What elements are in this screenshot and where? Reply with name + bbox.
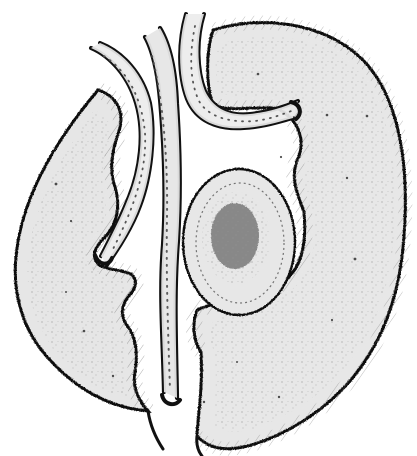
central-oval-dot-texture — [202, 192, 270, 284]
bottom-cut-left — [148, 411, 163, 449]
